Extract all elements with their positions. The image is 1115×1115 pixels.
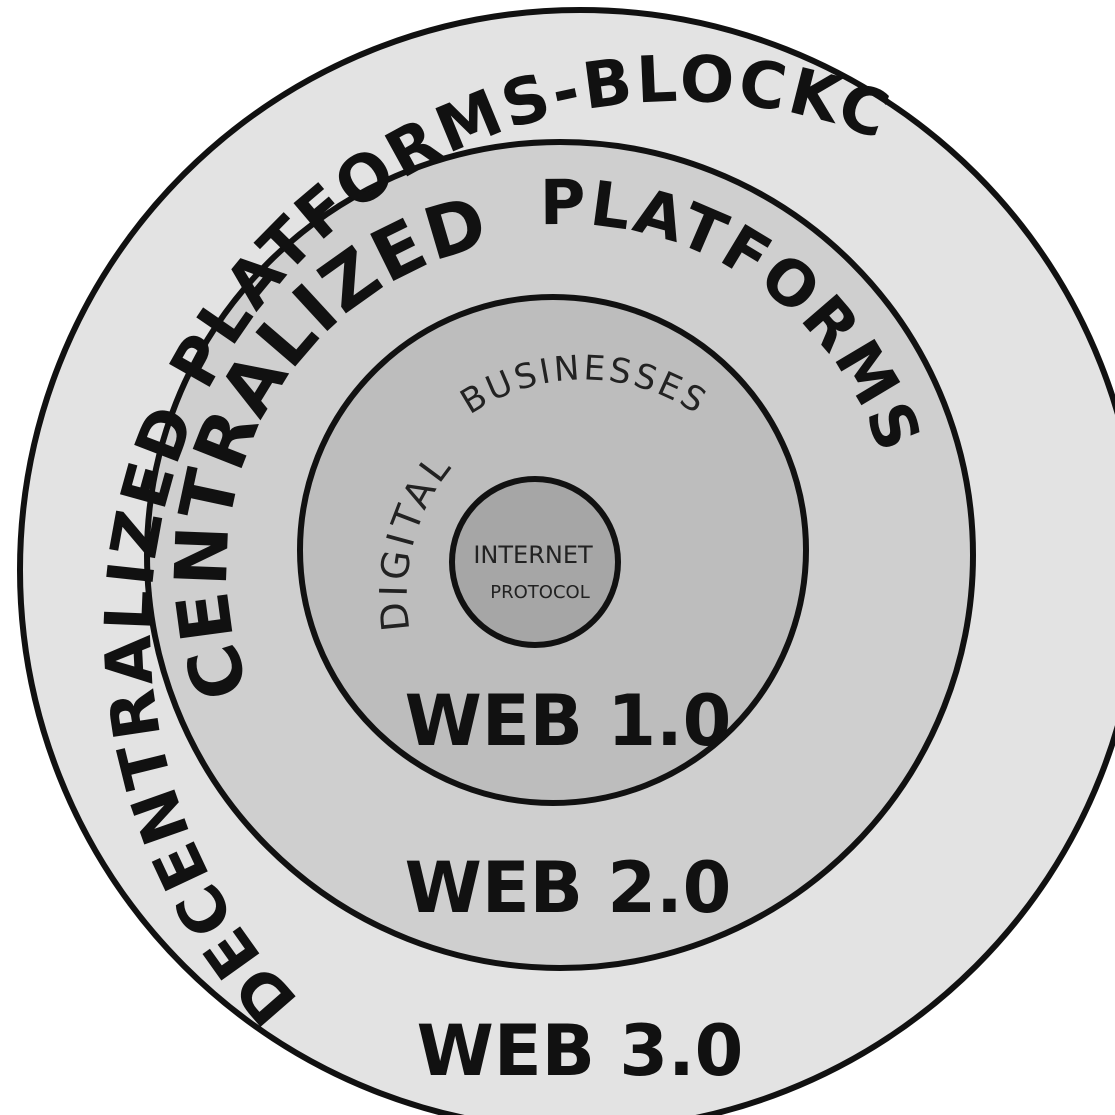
core-label-line1: Internet (473, 541, 593, 569)
core-label-line2: protocol (490, 582, 589, 603)
web1-era-label: Web 1.0 (405, 680, 732, 762)
web2-era-label: Web 2.0 (405, 847, 732, 929)
web3-era-label: Web 3.0 (417, 1010, 744, 1092)
core-circle (449, 476, 621, 648)
